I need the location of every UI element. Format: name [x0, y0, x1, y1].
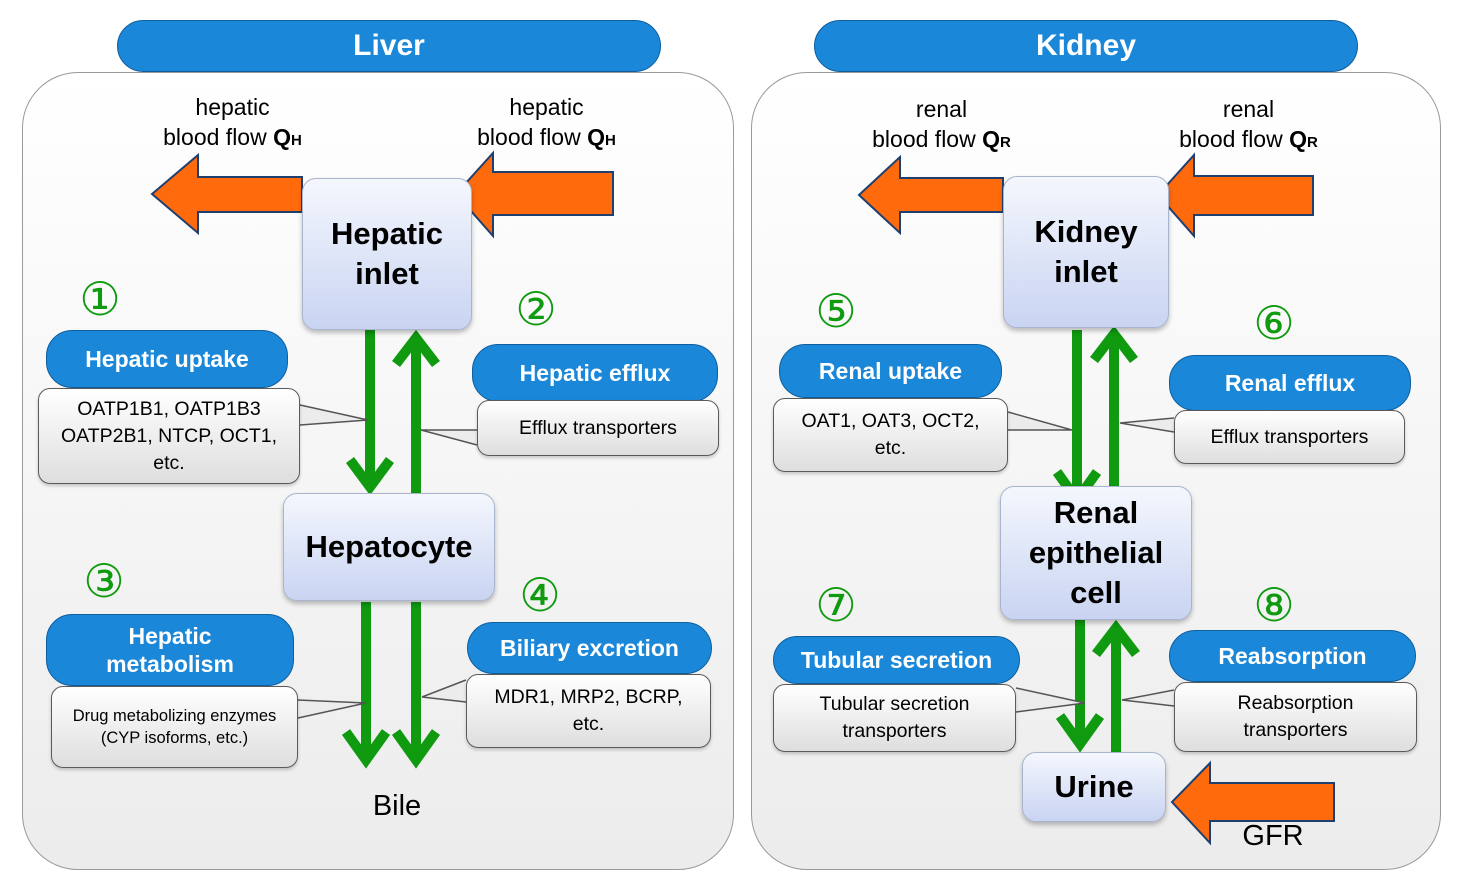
- step-3-number: ③: [83, 555, 125, 607]
- renal-flow-right-label: renal blood flow QR: [1179, 96, 1318, 152]
- step-5-number: ⑤: [815, 285, 857, 337]
- renal-flow-left-label: renal blood flow QR: [872, 96, 1011, 152]
- hepatic-efflux-transporters-box: Efflux transporters: [477, 400, 719, 456]
- renal-uptake-transporters-box: OAT1, OAT3, OCT2,etc.: [773, 398, 1008, 472]
- biliary-excretion-pill: Biliary excretion: [467, 622, 712, 674]
- hepatocyte-node: Hepatocyte: [283, 493, 495, 601]
- gfr-label: GFR: [1242, 820, 1304, 852]
- renal-efflux-transporters-box: Efflux transporters: [1174, 410, 1405, 464]
- renal-inflow-arrow: [1156, 152, 1314, 239]
- hepatic-outflow-arrow: [150, 152, 303, 236]
- gfr-arrow: [1170, 760, 1335, 846]
- liver-header: Liver: [117, 20, 661, 72]
- hepatic-flow-left-label: hepatic blood flow QH: [163, 94, 302, 150]
- kidney-header: Kidney: [814, 20, 1358, 72]
- hepatic-inflow-arrow: [454, 150, 614, 239]
- renal-uptake-pill: Renal uptake: [779, 344, 1002, 398]
- step-4-number: ④: [519, 569, 561, 621]
- drug-metabolizing-enzymes-box: Drug metabolizing enzymes(CYP isoforms, …: [51, 686, 298, 768]
- step-1-number: ①: [79, 273, 121, 325]
- renal-efflux-pill: Renal efflux: [1169, 355, 1411, 411]
- biliary-transporters-box: MDR1, MRP2, BCRP,etc.: [466, 674, 711, 748]
- hepatic-uptake-pill: Hepatic uptake: [46, 330, 288, 388]
- step-2-number: ②: [515, 283, 557, 335]
- tubular-secretion-pill: Tubular secretion: [773, 636, 1020, 684]
- step-6-number: ⑥: [1253, 297, 1295, 349]
- step-7-number: ⑦: [815, 579, 857, 631]
- hepatic-efflux-pill: Hepatic efflux: [472, 344, 718, 402]
- hepatic-flow-right-label: hepatic blood flow QH: [477, 94, 616, 150]
- renal-outflow-arrow: [857, 154, 1004, 236]
- reabsorption-pill: Reabsorption: [1169, 630, 1416, 682]
- step-8-number: ⑧: [1253, 579, 1295, 631]
- urine-node: Urine: [1022, 752, 1166, 822]
- bile-label: Bile: [372, 790, 422, 822]
